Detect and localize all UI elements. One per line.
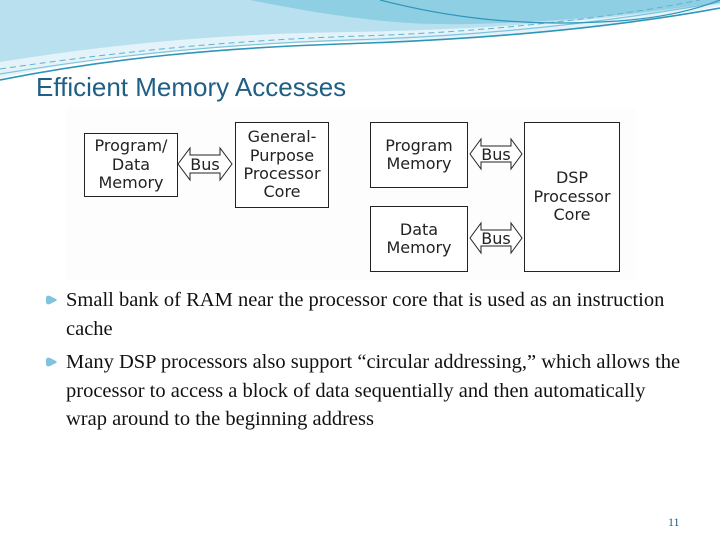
general-purpose-core-label: General- Purpose Processor Core <box>243 127 321 202</box>
bullet-text-1: Small bank of RAM near the processor cor… <box>66 289 665 340</box>
double-arrow-icon <box>177 146 233 182</box>
page-number: 11 <box>668 515 680 529</box>
top-bus-label: Bus <box>481 144 511 164</box>
dsp-core-label: DSP Processor Core <box>533 168 611 225</box>
double-arrow-icon <box>469 137 523 171</box>
left-bus-arrow: Bus <box>176 144 234 184</box>
data-memory-box: Data Memory <box>370 206 468 272</box>
data-memory-label: Data Memory <box>386 219 452 257</box>
double-arrow-icon <box>469 221 523 255</box>
program-data-memory-box: Program/ Data Memory <box>84 133 178 197</box>
top-bus-arrow: Bus <box>468 134 524 174</box>
bullet-icon <box>46 295 57 305</box>
bullet-item: Many DSP processors also support “circul… <box>44 348 684 434</box>
bullet-list: Small bank of RAM near the processor cor… <box>44 286 684 439</box>
general-purpose-core-box: General- Purpose Processor Core <box>235 122 329 208</box>
header-wave-decoration <box>0 0 720 81</box>
bullet-icon <box>46 357 57 367</box>
memory-architecture-diagram: Program/ Data Memory Bus General- Purpos… <box>66 108 636 280</box>
program-data-memory-label: Program/ Data Memory <box>94 136 168 193</box>
dsp-core-box: DSP Processor Core <box>524 122 620 272</box>
bottom-bus-label: Bus <box>481 228 511 248</box>
program-memory-label: Program Memory <box>385 135 453 173</box>
bottom-bus-arrow: Bus <box>468 218 524 258</box>
bullet-item: Small bank of RAM near the processor cor… <box>44 286 684 343</box>
left-bus-label: Bus <box>190 154 220 174</box>
program-memory-box: Program Memory <box>370 122 468 188</box>
bullet-text-2: Many DSP processors also support “circul… <box>66 351 681 430</box>
slide-title: Efficient Memory Accesses <box>36 72 347 102</box>
